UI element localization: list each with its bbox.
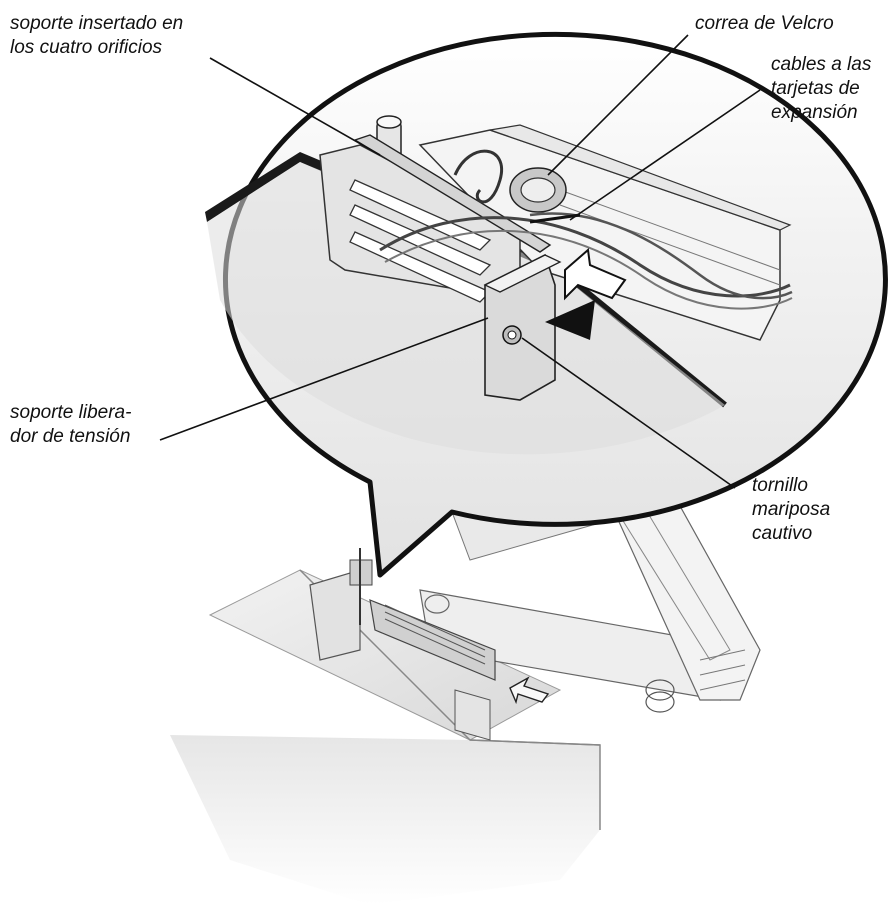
bracket-plate <box>309 569 361 661</box>
expansion-cables-zoom <box>453 149 504 204</box>
insert-arrow-small <box>509 676 550 705</box>
leader-strain-relief <box>159 317 489 441</box>
label-velcro-strap-line-1: correa de Velcro <box>695 13 834 34</box>
leader-expansion-cables <box>569 89 761 221</box>
label-expansion-cables-line-1: cables a las <box>771 54 872 75</box>
label-thumbscrew: tornillo mariposa cautivo <box>752 474 830 546</box>
chassis-front-face <box>170 735 600 905</box>
label-thumbscrew-line-3: cautivo <box>752 523 813 544</box>
label-velcro-strap: correa de Velcro <box>695 12 834 36</box>
label-bracket-holes: soporte insertado en los cuatro orificio… <box>10 12 183 60</box>
label-thumbscrew-line-1: tornillo <box>752 475 808 496</box>
rail-hole-1 <box>645 679 675 701</box>
insert-arrow-large <box>564 248 627 301</box>
label-expansion-cables: cables a las tarjetas de expansión <box>771 53 871 125</box>
label-bracket-holes-line-1: soporte insertado en <box>10 13 184 34</box>
label-bracket-holes-line-2: los cuatro orificios <box>10 37 163 58</box>
leader-thumbscrew <box>521 337 736 489</box>
label-strain-relief-line-1: soporte libera- <box>10 402 132 423</box>
leader-bracket-holes <box>209 57 381 156</box>
rail-hole-2 <box>645 691 675 713</box>
label-expansion-cables-line-3: expansión <box>771 102 858 123</box>
label-strain-relief-line-2: dor de tensión <box>10 426 131 447</box>
label-thumbscrew-line-2: mariposa <box>752 499 831 520</box>
label-expansion-cables-line-2: tarjetas de <box>771 78 860 99</box>
label-strain-relief: soporte libera- dor de tensión <box>10 401 131 449</box>
leader-lines <box>159 34 761 489</box>
leader-velcro-strap <box>547 34 689 176</box>
zoomed-bracket <box>319 115 793 401</box>
